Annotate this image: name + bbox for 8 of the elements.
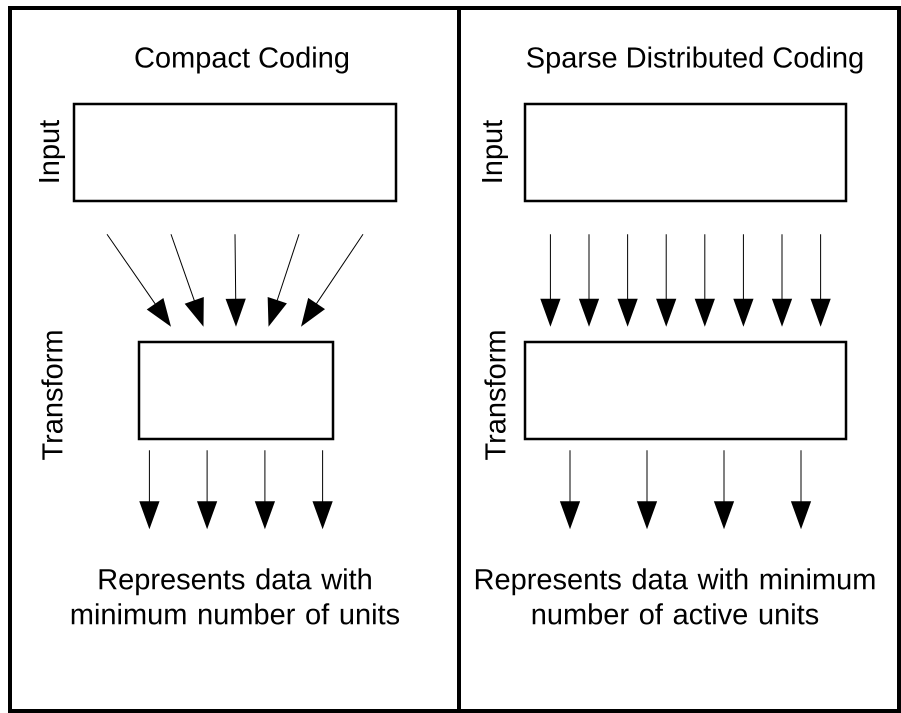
side-label: Transform bbox=[484, 331, 506, 460]
side-label: Input bbox=[39, 120, 65, 182]
side-label: Input bbox=[482, 120, 508, 182]
description-text: Represents data with minimum number of active units bbox=[476, 568, 874, 624]
side-label: Transform bbox=[41, 331, 63, 460]
description-text: Represents data with minimum number of units bbox=[72, 568, 400, 624]
panel-heading: Sparse Distributed Coding bbox=[527, 46, 862, 74]
panel-heading: Compact Coding bbox=[135, 46, 348, 74]
